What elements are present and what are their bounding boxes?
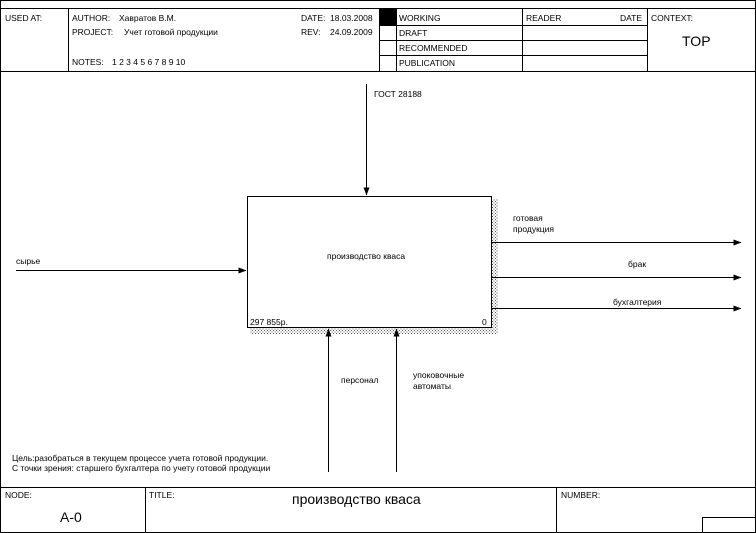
- activity-number: 0: [482, 317, 487, 327]
- title-value: производство кваса: [292, 491, 421, 507]
- node-label: NODE:: [5, 490, 32, 500]
- activity-cost: 297 855р.: [250, 317, 288, 327]
- context-value: TOP: [682, 33, 711, 49]
- author-value: Хавратов В.М.: [119, 13, 177, 23]
- context-label: CONTEXT:: [651, 13, 694, 23]
- output-label-product-line2: продукция: [513, 224, 555, 234]
- notes-value: 1 2 3 4 5 6 7 8 9 10: [112, 57, 186, 67]
- activity-box: [247, 196, 492, 328]
- mechanism-label-staff: персонал: [341, 375, 379, 385]
- box-shadow-right: [492, 199, 498, 330]
- output-label-accounting: бухгалтерия: [613, 297, 662, 307]
- purpose-line-2: С точки зрения: старшего бухгалтера по у…: [12, 463, 271, 473]
- box-shadow-bottom: [250, 328, 498, 334]
- node-value: A-0: [60, 509, 82, 525]
- activity-title: производство кваса: [327, 251, 406, 261]
- status-publication: PUBLICATION: [399, 58, 456, 68]
- notes-label: NOTES:: [72, 57, 104, 67]
- rev-value: 24.09.2009: [330, 27, 373, 37]
- input-label: сырье: [16, 256, 41, 266]
- project-value: Учет готовой продукции: [124, 27, 218, 37]
- header-grid: [0, 8, 756, 72]
- output-label-defect: брак: [628, 259, 647, 269]
- used-at-label: USED AT:: [5, 13, 43, 23]
- status-working: WORKING: [399, 13, 441, 23]
- mechanism-label-machines-line1: упоковочные: [413, 370, 465, 380]
- number-label: NUMBER:: [561, 490, 601, 500]
- mechanism-label-machines-line2: автоматы: [413, 381, 451, 391]
- output-label-product-line1: готовая: [513, 213, 543, 223]
- reader-label: READER: [526, 13, 562, 23]
- project-label: PROJECT:: [72, 27, 114, 37]
- status-draft: DRAFT: [399, 28, 428, 38]
- date-value: 18.03.2008: [330, 13, 373, 23]
- author-label: AUTHOR:: [72, 13, 111, 23]
- date-label: DATE:: [301, 13, 326, 23]
- purpose-line-1: Цель:разобраться в текущем процессе учет…: [12, 453, 269, 463]
- working-status-marker: [380, 9, 396, 25]
- control-label: ГОСТ 28188: [374, 89, 422, 99]
- status-recommended: RECOMMENDED: [399, 43, 468, 53]
- reader-date-label: DATE: [620, 13, 643, 23]
- rev-label: REV:: [301, 27, 321, 37]
- title-label: TITLE:: [149, 490, 175, 500]
